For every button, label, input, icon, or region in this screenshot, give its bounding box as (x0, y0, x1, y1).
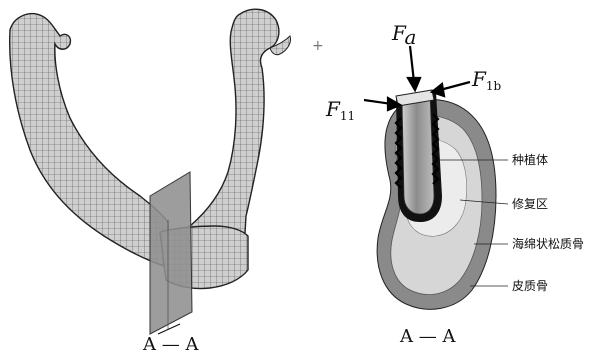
force-fa-label: Fa (391, 21, 416, 49)
mandible-left-ramus (10, 14, 170, 268)
label-repair-zone: 修复区 (512, 196, 548, 211)
force-f1b-label: F1b (471, 67, 502, 93)
section-caption: A — A (399, 326, 456, 347)
section-plane-sheet (150, 172, 192, 334)
section-marker-label: A — A (142, 334, 199, 354)
implant-body (402, 94, 434, 214)
label-cortical-bone: 皮质骨 (512, 279, 548, 293)
label-cancellous-bone: 海绵状松质骨 (512, 236, 584, 251)
plus-mark: + (312, 38, 324, 54)
force-fa-arrow (410, 46, 414, 82)
cross-section (377, 90, 496, 309)
section-plane (150, 172, 192, 334)
force-f11-label: F11 (325, 97, 355, 123)
force-f1b-arrow (440, 82, 470, 90)
label-implant: 种植体 (512, 152, 548, 167)
